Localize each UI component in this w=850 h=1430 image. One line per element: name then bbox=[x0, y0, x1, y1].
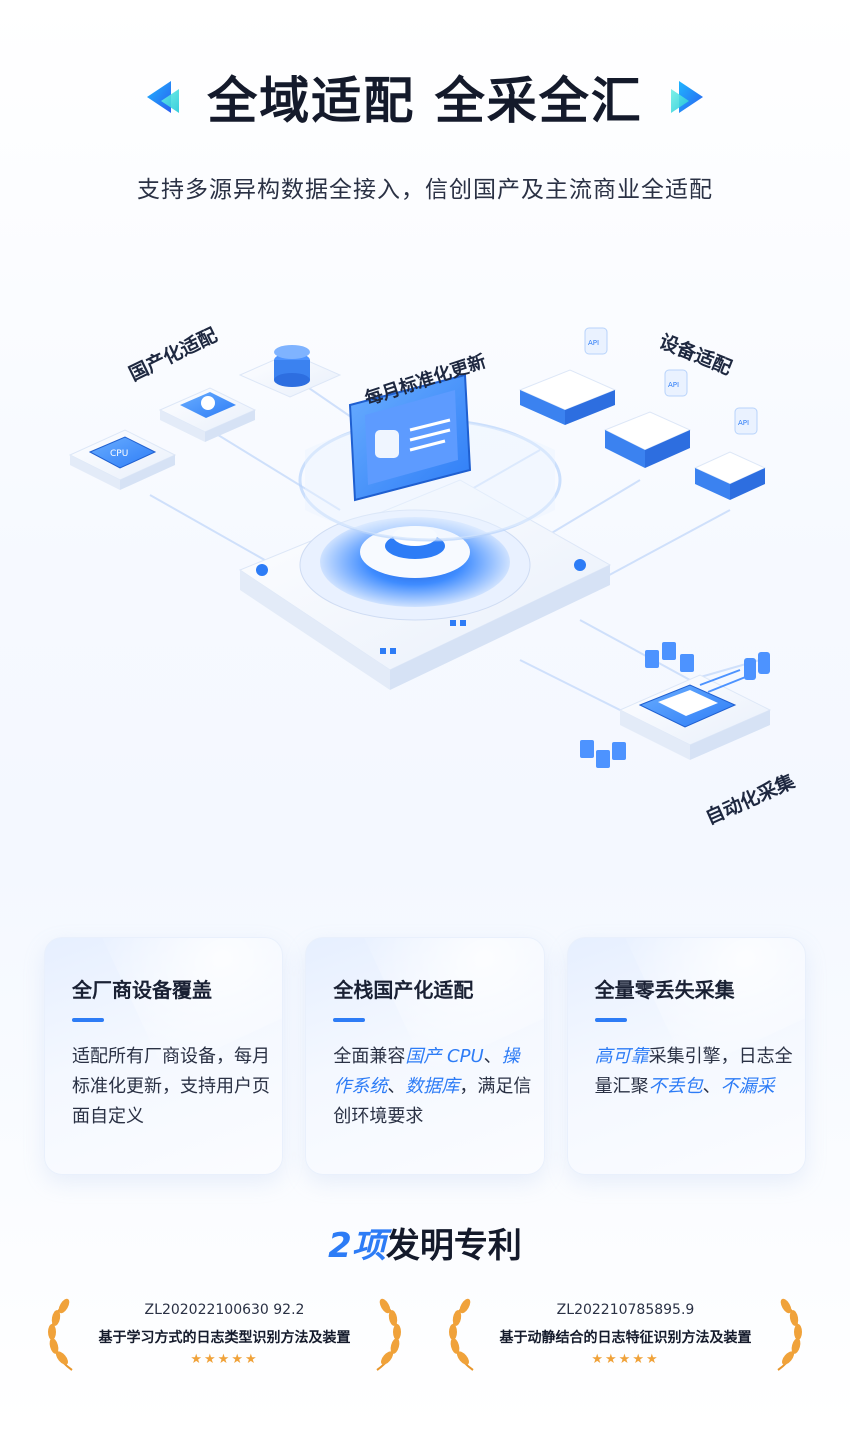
card-text: 、 bbox=[702, 1076, 721, 1097]
card-highlight: 操作系统 bbox=[333, 1046, 520, 1097]
svg-text:API: API bbox=[588, 339, 599, 347]
patent-heading: 2项发明专利 bbox=[0, 1218, 850, 1267]
card-highlight: 不丢包 bbox=[648, 1076, 703, 1097]
card-text: 、 bbox=[483, 1046, 502, 1067]
card-highlight: 数据库 bbox=[405, 1076, 460, 1097]
rating-stars-icon: ★★★★★ bbox=[190, 1352, 259, 1367]
feature-card-vendor-coverage: 全厂商设备覆盖 适配所有厂商设备，每月标准化更新，支持用户页面自定义 bbox=[44, 937, 284, 1175]
hero-subtitle: 支持多源异构数据全接入，信创国产及主流商业全适配 bbox=[137, 177, 713, 203]
card-highlight: 不漏采 bbox=[720, 1076, 775, 1097]
laurel-icon bbox=[768, 1296, 808, 1372]
feature-card-lossless-collection: 全量零丢失采集 高可靠采集引擎，日志全量汇聚不丢包、不漏采 bbox=[566, 937, 806, 1175]
feature-card-domestic-stack: 全栈国产化适配 全面兼容国产 CPU、操作系统、数据库，满足信创环境要求 bbox=[305, 937, 545, 1175]
patent-item: ZL202210785895.9 基于动静结合的日志特征识别方法及装置 ★★★★… bbox=[443, 1296, 808, 1376]
svg-text:API: API bbox=[738, 419, 749, 427]
card-accent-bar bbox=[72, 1018, 104, 1022]
patent-count: 2项 bbox=[328, 1226, 386, 1266]
laurel-icon bbox=[367, 1296, 407, 1372]
hero-title-row: 全域适配 全采全汇 bbox=[0, 62, 850, 132]
card-highlight: 高可靠 bbox=[594, 1046, 649, 1067]
cpu-chip-label: CPU bbox=[110, 449, 128, 459]
play-arrow-right-icon bbox=[665, 75, 709, 119]
patent-name: 基于学习方式的日志类型识别方法及装置 bbox=[98, 1330, 351, 1346]
card-title: 全量零丢失采集 bbox=[594, 978, 735, 1002]
card-text: 、 bbox=[387, 1076, 406, 1097]
laurel-icon bbox=[443, 1296, 483, 1372]
card-text: 采集引擎，日志全量汇聚 bbox=[594, 1046, 793, 1097]
card-text: 全面兼容 bbox=[333, 1046, 406, 1067]
rating-stars-icon: ★★★★★ bbox=[591, 1352, 660, 1367]
patent-name: 基于动静结合的日志特征识别方法及装置 bbox=[499, 1330, 752, 1346]
card-body: 高可靠采集引擎，日志全量汇聚不丢包、不漏采 bbox=[595, 1042, 795, 1102]
card-text: ，满足信创环境要求 bbox=[333, 1076, 532, 1127]
card-accent-bar bbox=[594, 1018, 627, 1022]
card-accent-bar bbox=[333, 1018, 366, 1022]
patent-item: ZL202022100630 92.2 基于学习方式的日志类型识别方法及装置 ★… bbox=[42, 1296, 407, 1376]
card-body: 全面兼容国产 CPU、操作系统、数据库，满足信创环境要求 bbox=[333, 1042, 533, 1132]
isometric-illustration: CPU API bbox=[40, 280, 820, 860]
patent-number: ZL202022100630 92.2 bbox=[144, 1302, 305, 1318]
card-highlight: 国产 CPU bbox=[405, 1046, 484, 1067]
card-body: 适配所有厂商设备，每月标准化更新，支持用户页面自定义 bbox=[72, 1042, 272, 1132]
play-arrow-left-icon bbox=[141, 75, 185, 119]
hero-title: 全域适配 全采全汇 bbox=[207, 72, 643, 130]
card-text: 适配所有厂商设备，每月标准化更新，支持用户页面自定义 bbox=[72, 1046, 270, 1127]
laurel-icon bbox=[42, 1296, 82, 1372]
card-title: 全厂商设备覆盖 bbox=[72, 978, 212, 1002]
feature-cards: 全厂商设备覆盖 适配所有厂商设备，每月标准化更新，支持用户页面自定义 全栈国产化… bbox=[44, 937, 806, 1175]
patent-number: ZL202210785895.9 bbox=[556, 1302, 695, 1318]
patent-heading-text: 发明专利 bbox=[385, 1226, 522, 1266]
svg-text:API: API bbox=[668, 381, 679, 389]
card-title: 全栈国产化适配 bbox=[333, 978, 474, 1002]
